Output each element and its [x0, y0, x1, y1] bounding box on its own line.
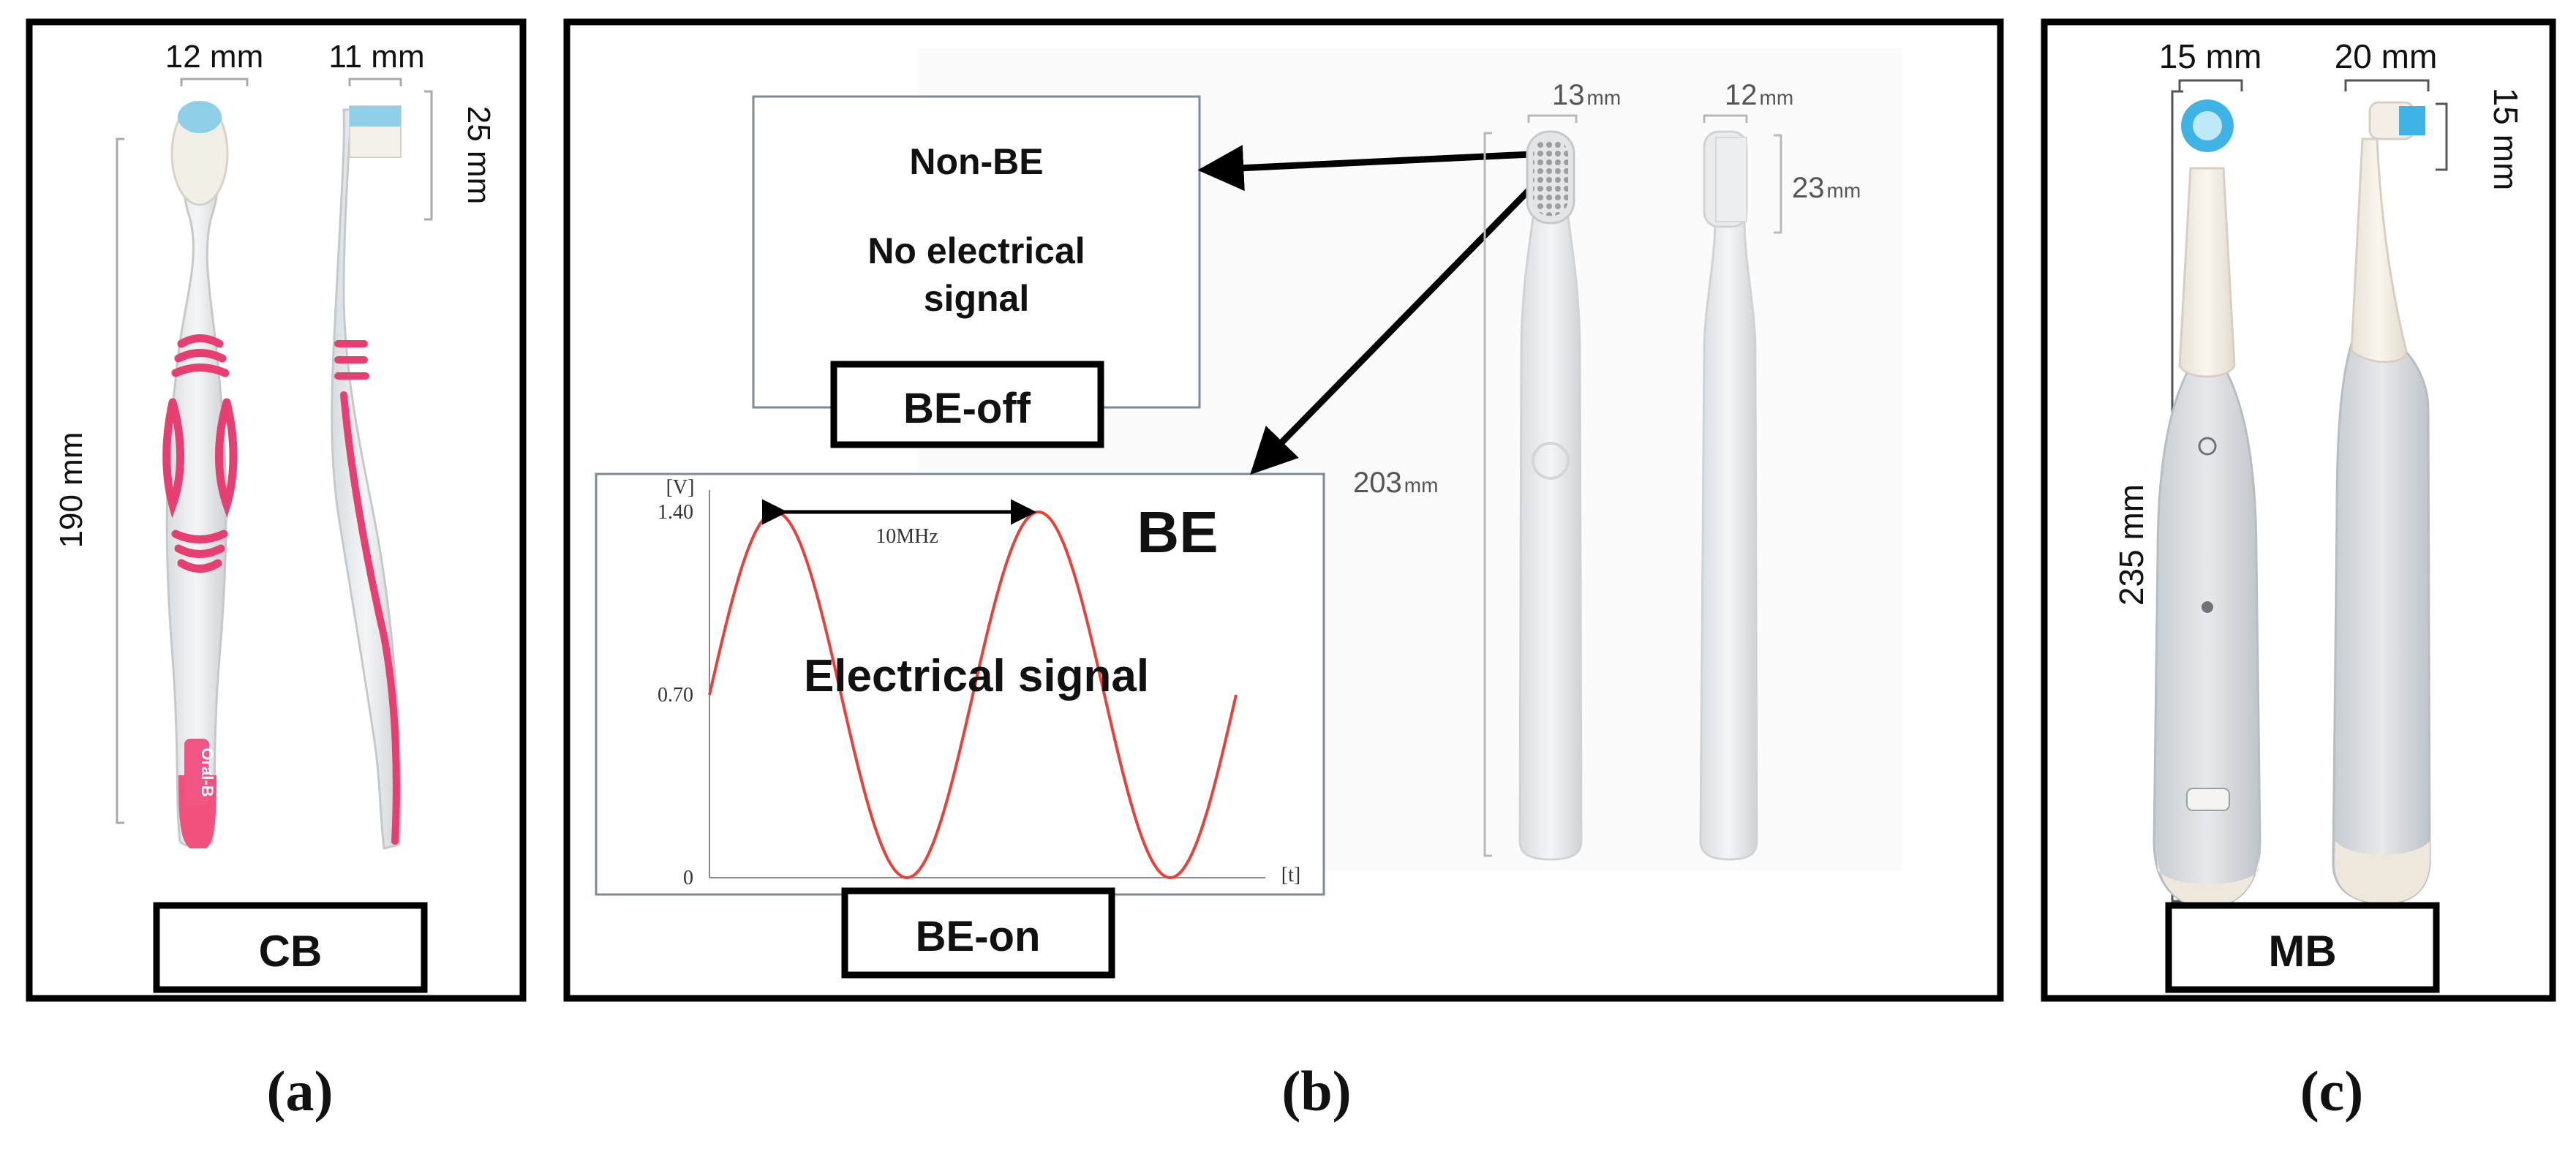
label-be-on-box — [841, 887, 1115, 979]
manual-toothbrush-side — [331, 105, 402, 850]
signal-series-line — [708, 510, 1238, 880]
mb-mode-dot — [2202, 601, 2213, 613]
electric-toothbrush-front — [2153, 99, 2261, 908]
panel-a: 12 mm 11 mm 25 mm 190 mm Oral-B — [26, 18, 527, 1002]
dim-a-head-height: 25 mm — [461, 106, 497, 204]
mb-brand-badge — [2186, 788, 2230, 811]
dim-a-length: 190 mm — [53, 432, 89, 549]
non-be-title: Non-BE — [909, 141, 1043, 182]
y-tick-label: 1.40 — [658, 501, 693, 524]
x-axis-label: [t] — [1281, 864, 1300, 886]
label-mb: MB — [2268, 927, 2336, 976]
caption-c: (c) — [2300, 1059, 2364, 1123]
caption-b: (b) — [1281, 1059, 1351, 1123]
dim-c-length: 235 mm — [2112, 484, 2150, 606]
electric-toothbrush-side — [2332, 101, 2431, 905]
panel-c-border — [2041, 18, 2556, 1002]
pink-grip-front — [162, 334, 238, 573]
panel-b-border — [563, 18, 2004, 1002]
blue-bristles-side — [350, 106, 401, 127]
non-be-line1: No electrical — [867, 230, 1085, 271]
mb-bristles-side — [2399, 106, 2425, 135]
signal-chart: 0 0.70 1.40[V] [t] 10MHz — [658, 476, 1300, 889]
dim-c-head-front: 15 mm — [2159, 37, 2262, 75]
be-toothbrush-side — [1699, 130, 1758, 861]
manual-toothbrush-front: Oral-B — [162, 101, 238, 848]
brand-text-front: Oral-B — [198, 747, 216, 796]
panel-b-dimension-lines — [1483, 114, 1782, 857]
be-power-button — [1532, 442, 1570, 480]
dim-c-head-side: 20 mm — [2335, 37, 2438, 75]
brand-badge-front — [184, 739, 209, 806]
label-cb: CB — [259, 927, 323, 976]
be-title: BE — [1137, 500, 1218, 565]
label-mb-box — [2165, 902, 2440, 993]
panel-b: Non-BE No electrical signal BE-off 0 0.70… — [563, 18, 2004, 1002]
non-be-line2: signal — [924, 278, 1029, 319]
label-be-off: BE-off — [903, 385, 1031, 432]
dim-a-head-front: 12 mm — [165, 39, 263, 75]
y-tick-label: 0 — [683, 867, 693, 889]
y-axis-label: [V] — [666, 476, 695, 499]
label-cb-box — [153, 902, 428, 993]
be-bristles-side — [1715, 137, 1747, 222]
dim-a-head-side: 11 mm — [328, 39, 424, 75]
caption-a: (a) — [267, 1059, 334, 1123]
mb-power-icon — [2198, 437, 2217, 456]
y-tick-label: 0.70 — [658, 684, 693, 707]
be-signal-text: Electrical signal — [804, 651, 1149, 701]
panel-a-border — [26, 18, 527, 1002]
pink-grip-side — [334, 340, 400, 845]
be-bristles-front — [1533, 139, 1568, 216]
arrow-to-be — [1250, 173, 1546, 475]
label-be-on: BE-on — [916, 913, 1041, 960]
be-toothbrush-front — [1518, 130, 1583, 861]
panel-c: 15 mm 20 mm 15 mm 235 mm MB — [2041, 18, 2556, 1002]
label-be-off-box — [830, 361, 1104, 448]
arrow-to-non-be — [1197, 145, 1548, 192]
blue-bristles-front — [178, 101, 222, 133]
period-annotation: 10MHz — [875, 525, 938, 548]
dim-c-head-height: 15 mm — [2487, 88, 2525, 191]
panel-a-dimension-lines — [116, 78, 433, 824]
non-be-box — [752, 95, 1201, 409]
